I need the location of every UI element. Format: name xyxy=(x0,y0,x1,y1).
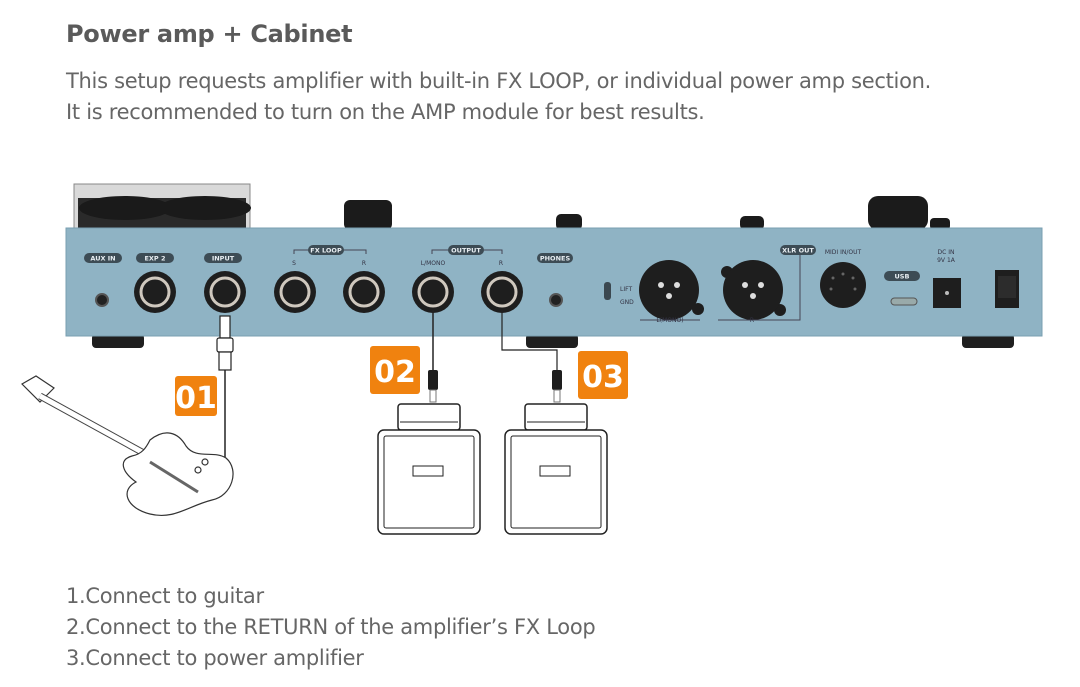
fx-loop-label: FX LOOP xyxy=(310,247,342,255)
step-2: 2.Connect to the RETURN of the amplifier… xyxy=(66,615,596,639)
foot xyxy=(92,334,144,348)
badge-02: 02 xyxy=(370,346,420,394)
gnd-label: GND xyxy=(620,299,634,306)
fx-loop-group: FX LOOP S R xyxy=(292,245,367,267)
xlr-l-label: L(MONO) xyxy=(656,317,683,324)
dc-in-label: DC IN xyxy=(938,249,955,256)
svg-text:02: 02 xyxy=(374,355,416,390)
foot xyxy=(962,334,1014,348)
svg-text:03: 03 xyxy=(582,360,624,395)
top-knob-5 xyxy=(930,218,950,230)
fx-return-label: R xyxy=(362,260,366,267)
lift-label: LIFT xyxy=(620,286,632,293)
badge-03: 03 xyxy=(578,351,628,399)
description-line-2: It is recommended to turn on the AMP mod… xyxy=(66,100,705,124)
dc-in-port[interactable]: DC IN 9V 1A xyxy=(933,249,961,308)
midi-label: MIDI IN/OUT xyxy=(825,249,862,256)
step-1: 1.Connect to guitar xyxy=(66,584,264,608)
input-label: INPUT xyxy=(212,255,235,263)
connection-diagram: AUX IN EXP 2 INPUT FX LOOP S R OUTPUT L/… xyxy=(21,183,1043,535)
phones-label: PHONES xyxy=(540,255,571,263)
usb-label: USB xyxy=(895,273,910,281)
guitar-illustration xyxy=(21,375,234,516)
top-knob-2 xyxy=(556,214,582,230)
xlr-r-label: R xyxy=(750,317,754,324)
ground-lift-switch[interactable]: LIFT GND xyxy=(604,282,634,306)
aux-in-label: AUX IN xyxy=(90,255,115,263)
output-label: OUTPUT xyxy=(451,247,481,255)
xlr-out-r-jack[interactable] xyxy=(721,260,786,320)
badge-01: 01 xyxy=(175,376,217,416)
output-l-cable xyxy=(428,310,438,403)
amp-cabinet-2 xyxy=(504,403,608,535)
dc-spec-label: 9V 1A xyxy=(937,257,956,264)
description-line-1: This setup requests amplifier with built… xyxy=(66,69,932,93)
exp2-label: EXP 2 xyxy=(144,255,165,263)
top-knob-3 xyxy=(740,216,764,230)
expression-pedal xyxy=(73,183,251,229)
exp2-jack[interactable]: EXP 2 xyxy=(134,253,176,313)
output-l-jack[interactable] xyxy=(412,271,454,313)
output-r-label: R xyxy=(499,260,503,267)
midi-port[interactable]: MIDI IN/OUT xyxy=(820,249,866,308)
power-switch[interactable] xyxy=(995,270,1019,308)
usb-port[interactable]: USB xyxy=(884,271,920,306)
fx-return-jack[interactable] xyxy=(343,271,385,313)
output-group: OUTPUT L/MONO R xyxy=(421,245,503,267)
input-jack[interactable]: INPUT xyxy=(204,253,246,313)
instruction-steps: 1.Connect to guitar 2.Connect to the RET… xyxy=(66,581,596,674)
aux-in-jack[interactable]: AUX IN xyxy=(84,253,122,307)
top-knob-1 xyxy=(344,200,392,230)
setup-description: This setup requests amplifier with built… xyxy=(66,66,931,128)
amp-cabinet-1 xyxy=(377,403,481,535)
xlr-out-l-jack[interactable] xyxy=(639,260,704,320)
svg-text:01: 01 xyxy=(175,381,217,416)
page-title: Power amp + Cabinet xyxy=(66,20,353,48)
top-knob-4 xyxy=(868,196,928,230)
foot xyxy=(526,334,578,348)
output-r-cable xyxy=(501,310,562,403)
output-l-label: L/MONO xyxy=(421,260,446,267)
xlr-out-group: XLR OUT L(MONO) R xyxy=(640,245,816,324)
fx-send-jack[interactable] xyxy=(274,271,316,313)
xlr-out-label: XLR OUT xyxy=(782,247,814,255)
fx-send-label: S xyxy=(292,260,296,267)
output-r-jack[interactable] xyxy=(481,271,523,313)
phones-jack[interactable]: PHONES xyxy=(537,253,573,307)
step-3: 3.Connect to power amplifier xyxy=(66,646,364,670)
guitar-cable xyxy=(216,315,234,460)
